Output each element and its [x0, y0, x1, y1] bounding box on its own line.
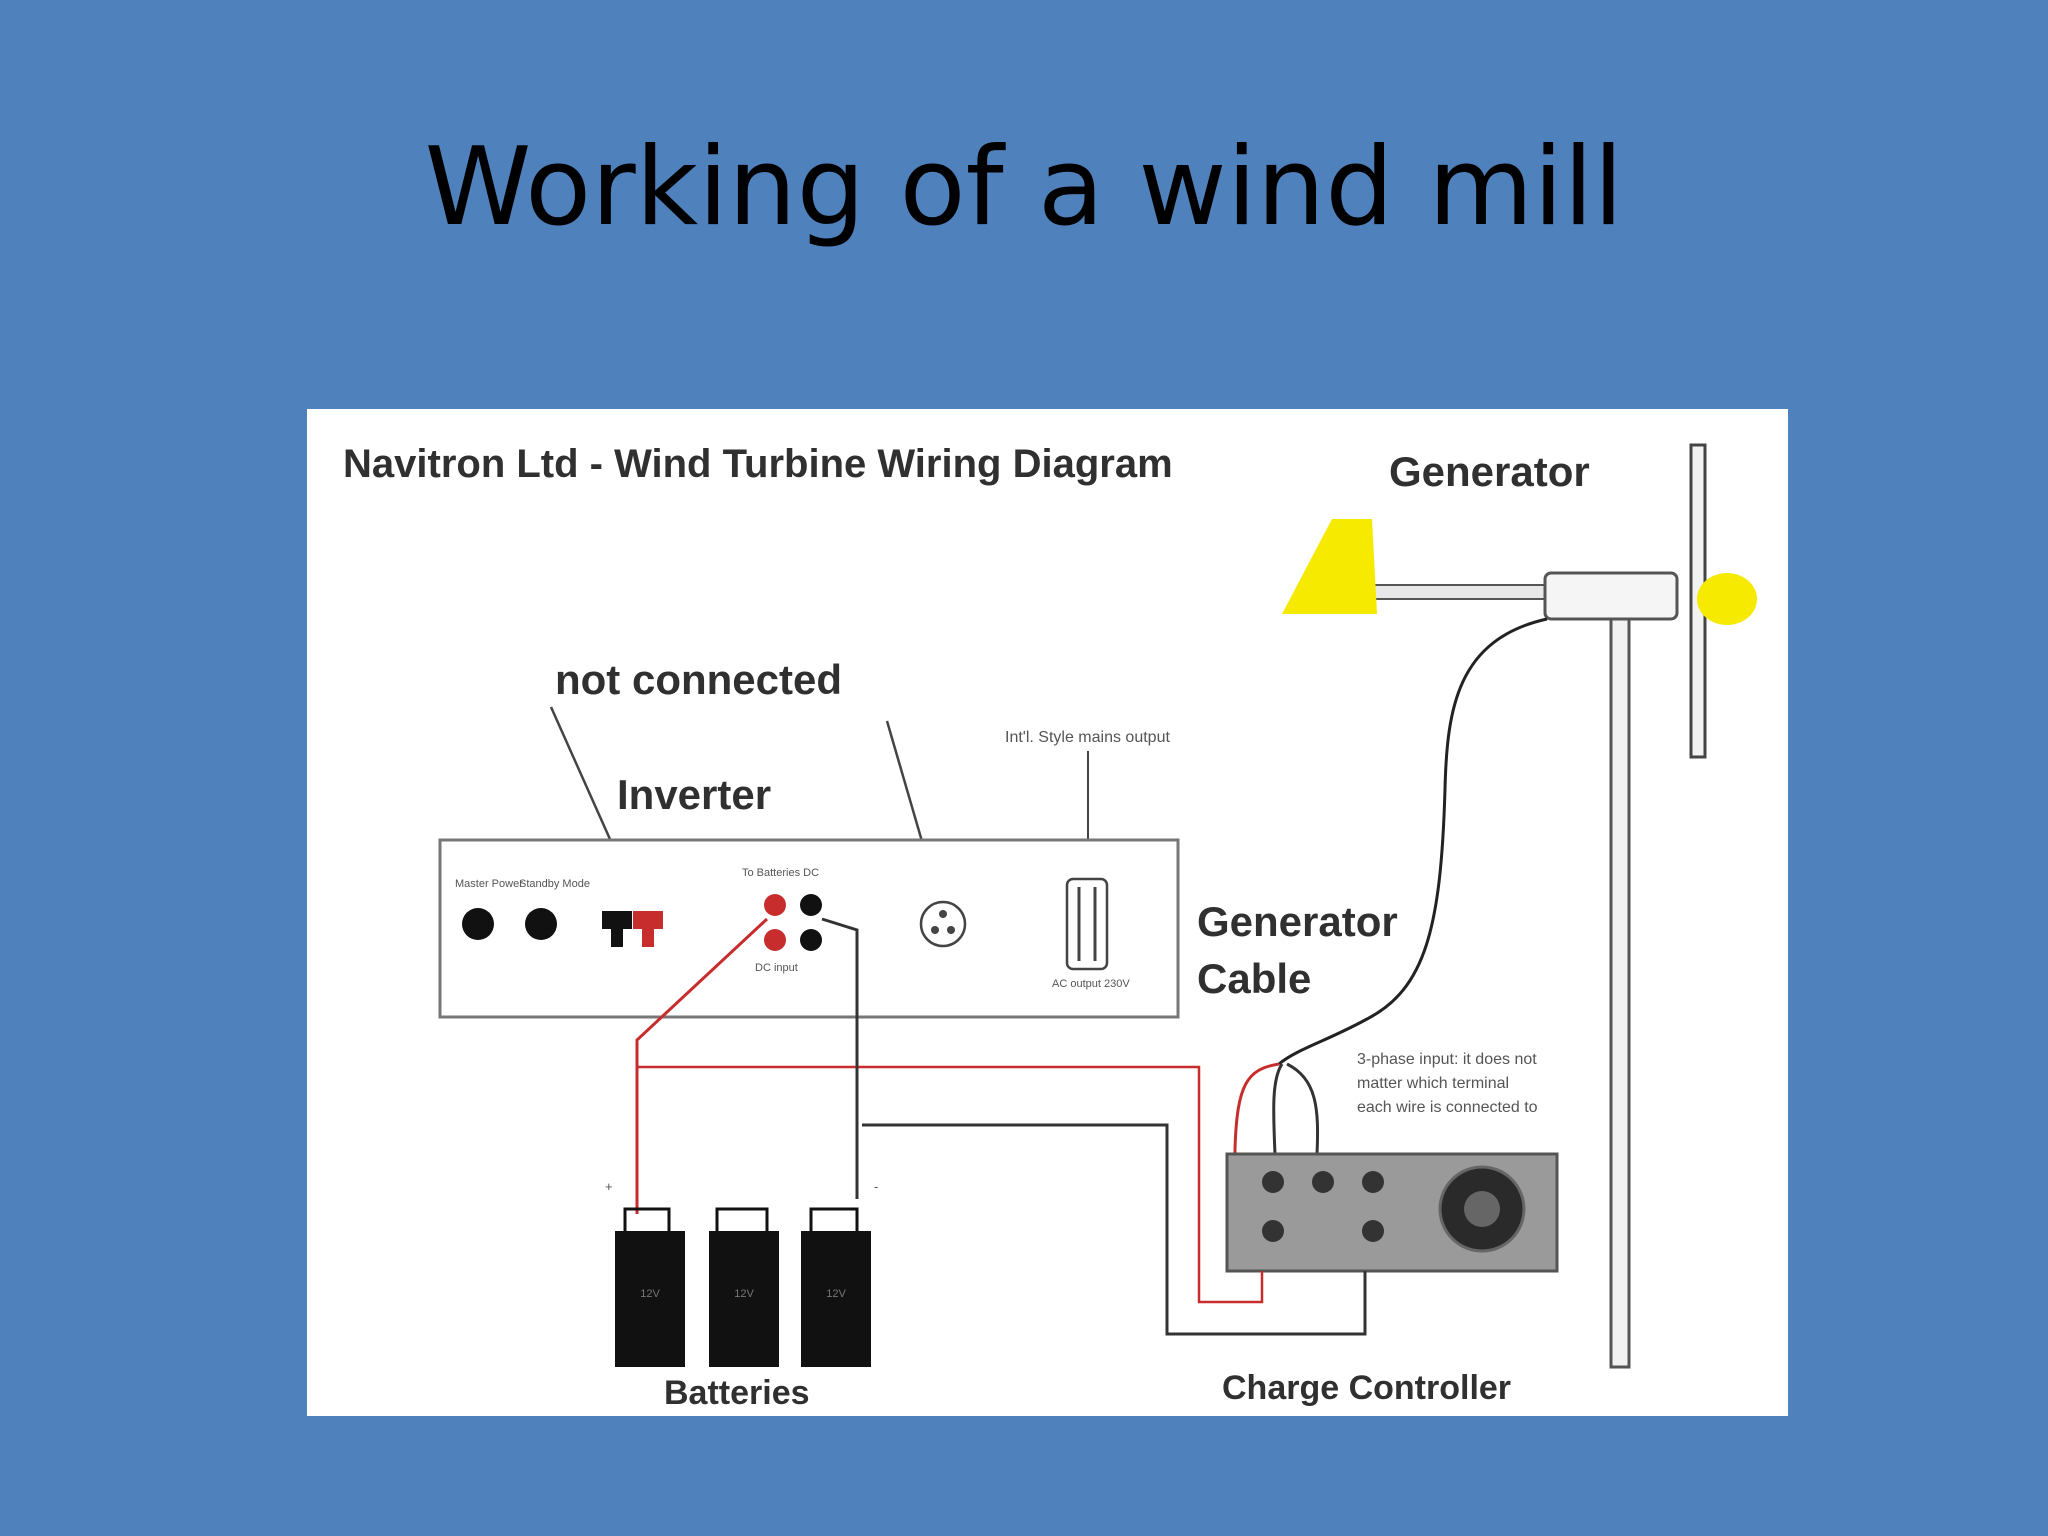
- dc-input-caption: DC input: [755, 962, 798, 974]
- battery-1: [615, 1231, 685, 1367]
- ac-socket: [919, 900, 967, 948]
- charge-controller: [1225, 1152, 1559, 1273]
- battery-minus-mark: -: [874, 1179, 878, 1194]
- generator-cable: [1278, 617, 1548, 1066]
- inverter-label: Inverter: [617, 771, 771, 818]
- batteries-label: Batteries: [664, 1374, 810, 1412]
- diagram-heading: Navitron Ltd - Wind Turbine Wiring Diagr…: [343, 442, 1173, 486]
- inverter-switch-1: [462, 908, 494, 940]
- dc-terminal-positive-2: [764, 929, 786, 951]
- remote-connector-right-pin: [642, 929, 654, 947]
- controller-terminal-5: [1362, 1220, 1384, 1242]
- ac-output-caption: AC output 230V: [1052, 978, 1130, 990]
- negative-wire-to-controller: [862, 1123, 1367, 1336]
- remote-connector-left: [602, 911, 632, 929]
- controller-fan-hub: [1464, 1191, 1500, 1227]
- output-note-label: Int'l. Style mains output: [1005, 729, 1170, 746]
- slide-title: Working of a wind mill: [424, 125, 1624, 250]
- ac-socket-pin-1: [939, 910, 947, 918]
- charge-controller-label: Charge Controller: [1222, 1369, 1511, 1407]
- inverter-body: [438, 838, 1180, 1019]
- phase-wire-black-2: [1286, 1062, 1320, 1155]
- batteries: 12V 12V 12V + -: [605, 1179, 878, 1367]
- ac-outlet: [1065, 877, 1109, 971]
- controller-terminal-3: [1362, 1171, 1384, 1193]
- wiring-diagram-svg: Navitron Ltd - Wind Turbine Wiring Diagr…: [343, 442, 1757, 1412]
- ac-socket-pin-2: [931, 926, 939, 934]
- inverter: Master Power Standby Mode To Batteries D…: [438, 838, 1180, 1019]
- inverter-switch-2: [525, 908, 557, 940]
- turbine-hub: [1697, 573, 1757, 625]
- positive-wire-inverter-battery: [635, 917, 769, 1214]
- controller-terminal-1: [1262, 1171, 1284, 1193]
- not-connected-label: not connected: [555, 656, 842, 703]
- controller-terminal-2: [1312, 1171, 1334, 1193]
- phase-wire-red: [1233, 1062, 1280, 1154]
- generator-label: Generator: [1389, 448, 1590, 495]
- negative-wire-inverter-battery: [821, 917, 859, 1199]
- turbine-nacelle: [1543, 571, 1679, 621]
- three-phase-note-line2: matter which terminal: [1357, 1075, 1509, 1092]
- dc-terminal-positive-1: [764, 894, 786, 916]
- battery-2: [709, 1231, 779, 1367]
- generator-cable-label-line2: Cable: [1197, 955, 1311, 1002]
- wind-turbine: [1282, 443, 1757, 1369]
- dc-terminal-caption: To Batteries DC: [742, 867, 819, 879]
- battery-link-1: [623, 1207, 671, 1231]
- three-phase-note-line1: 3-phase input: it does not: [1357, 1051, 1537, 1068]
- controller-terminal-4: [1262, 1220, 1284, 1242]
- battery-2-caption: 12V: [734, 1288, 754, 1300]
- turbine-tail-fin: [1282, 519, 1377, 614]
- remote-connector-left-pin: [611, 929, 623, 947]
- dc-terminal-negative-1: [800, 894, 822, 916]
- battery-3-caption: 12V: [826, 1288, 846, 1300]
- generator-cable-label-line1: Generator: [1197, 898, 1398, 945]
- switch-1-caption: Master Power: [455, 878, 523, 890]
- positive-wire-to-controller: [637, 1065, 1264, 1304]
- battery-link-2: [715, 1207, 769, 1231]
- turbine-tower: [1609, 597, 1631, 1369]
- battery-3: [801, 1231, 871, 1367]
- battery-1-caption: 12V: [640, 1288, 660, 1300]
- phase-wire-black: [1272, 1063, 1284, 1155]
- battery-link-3: [809, 1207, 859, 1231]
- switch-2-caption: Standby Mode: [519, 878, 590, 890]
- remote-connector-right: [633, 911, 663, 929]
- battery-plus-mark: +: [605, 1179, 613, 1194]
- three-phase-note-line3: each wire is connected to: [1357, 1099, 1538, 1116]
- dc-terminal-negative-2: [800, 929, 822, 951]
- wiring-diagram: Navitron Ltd - Wind Turbine Wiring Diagr…: [307, 409, 1788, 1416]
- ac-socket-pin-3: [947, 926, 955, 934]
